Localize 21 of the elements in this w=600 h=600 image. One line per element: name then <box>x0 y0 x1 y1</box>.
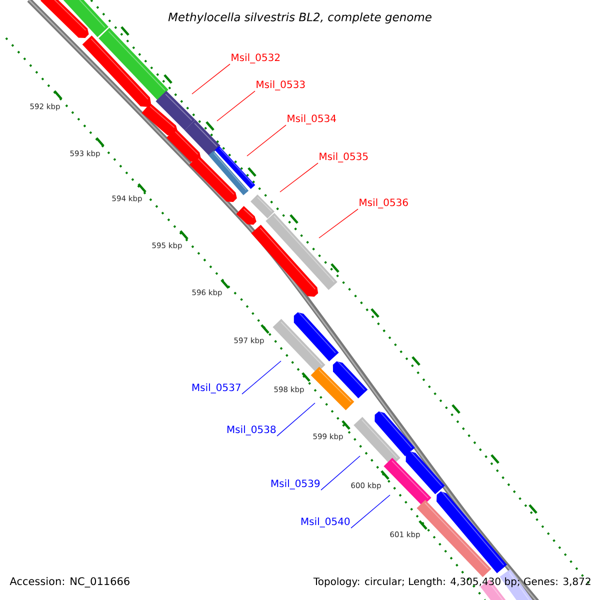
leader-line <box>242 360 282 394</box>
gene-label: Msil_0532 <box>232 53 280 64</box>
gene-label: Msil_0539 <box>271 479 320 490</box>
gene-label: Msil_0538 <box>227 425 276 436</box>
gene-label: Msil_0537 <box>192 383 240 394</box>
gene-label: Msil_0534 <box>288 114 336 124</box>
leader-line <box>276 402 316 436</box>
leader-line <box>350 494 390 528</box>
leader-line <box>318 208 358 238</box>
leader-line <box>320 456 360 490</box>
leader-line <box>246 124 286 156</box>
footer-text: Topology: circular; Length: 4,305,430 bp; Genes: 3,872 <box>313 577 590 588</box>
title: Methylocella silvestris BL2, complete genome <box>168 12 432 24</box>
gene-label: Msil_0540 <box>301 517 350 528</box>
gene-label: Msil_0535 <box>320 152 368 162</box>
gene-label: Msil_0533 <box>256 80 305 90</box>
leader-line <box>280 162 318 192</box>
gene-label: Msil_0536 <box>360 198 408 208</box>
leader-line <box>192 64 230 94</box>
footer-text: Accession: NC_011666 <box>10 577 130 588</box>
leader-line <box>216 90 256 122</box>
